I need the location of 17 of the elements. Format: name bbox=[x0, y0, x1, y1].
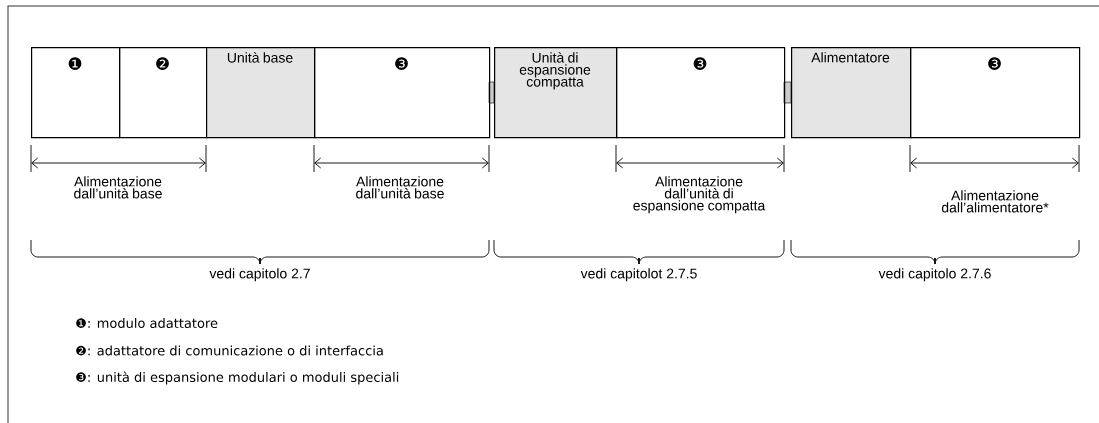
dimension-label: Alimentazione dall’alimentatore* bbox=[941, 190, 1049, 213]
module-box: ❶ bbox=[31, 47, 121, 139]
legend-entry: ❷: adattatore di comunicazione o di interfaccia bbox=[76, 345, 383, 356]
brace-label: vedi capitolo 2.7.6 bbox=[878, 268, 991, 282]
dimension-label: Alimentazione dall’unità di espansione compatta bbox=[633, 176, 766, 214]
module-box: Unità di espansione compatta bbox=[494, 47, 618, 139]
module-box: ❸ bbox=[314, 47, 491, 139]
module-box: ❸ bbox=[616, 47, 786, 139]
brace-label: vedi capitolot 2.7.5 bbox=[580, 268, 697, 282]
module-box: Alimentatore bbox=[791, 47, 912, 139]
brace-label: vedi capitolo 2.7 bbox=[209, 268, 310, 282]
dimension-label: Alimentazione dall’unità base bbox=[356, 176, 444, 199]
legend-entry: ❶: modulo adattatore bbox=[76, 317, 218, 329]
legend-entry: ❸: unità di espansione modulari o moduli speciali bbox=[76, 371, 399, 385]
module-box: Unità base bbox=[206, 47, 316, 139]
module-box: ❸ bbox=[910, 47, 1081, 139]
dimension-label: Alimentazione dall’unità base bbox=[74, 176, 162, 199]
